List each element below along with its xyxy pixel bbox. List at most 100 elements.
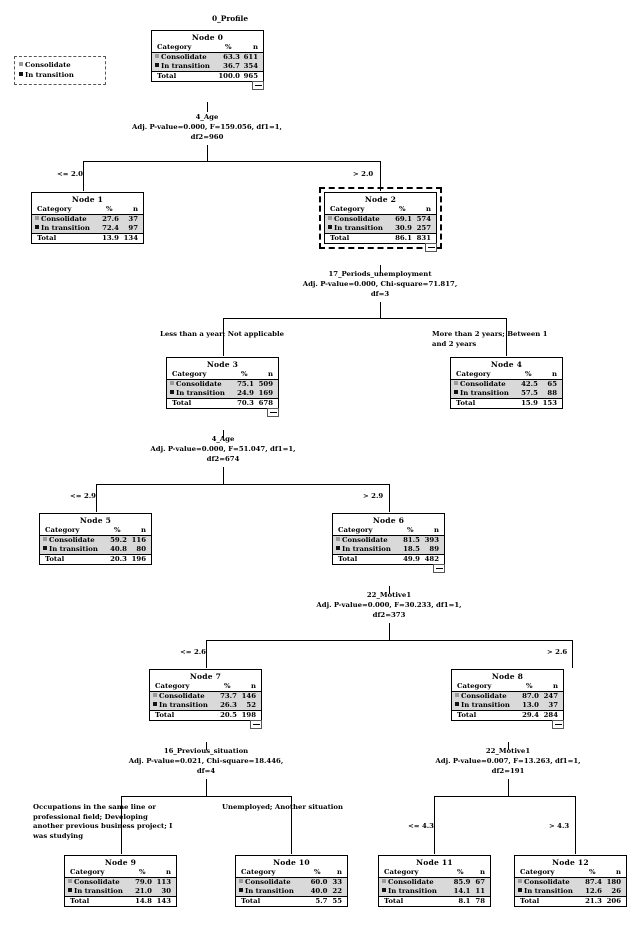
row-n: 574 bbox=[412, 214, 436, 225]
total-label: Total bbox=[325, 233, 392, 244]
table-row-in-transition: In transition 30.9 257 bbox=[325, 224, 436, 235]
column-header-n: n bbox=[240, 43, 263, 54]
total-percent: 29.4 bbox=[518, 710, 540, 721]
tree-node-node-7[interactable]: Node 7 Category % n Consolidate 73.7 146… bbox=[149, 669, 262, 730]
node-stats-table: Category % n Consolidate 79.0 113 In tra… bbox=[65, 868, 176, 907]
minus-collapse-icon[interactable] bbox=[267, 408, 279, 418]
row-label: In transition bbox=[161, 62, 210, 71]
minus-collapse-icon[interactable] bbox=[552, 720, 564, 730]
tree-node-node-1[interactable]: Node 1 Category % n Consolidate 27.6 37 … bbox=[31, 192, 144, 245]
node-stats-table: Category % n Consolidate 27.6 37 In tran… bbox=[32, 205, 143, 244]
node-stats-table: Category % n Consolidate 63.3 611 In tra… bbox=[152, 43, 263, 82]
split-variable: 4_Age bbox=[211, 435, 235, 443]
edge-line bbox=[121, 796, 122, 854]
row-label: Consolidate bbox=[176, 380, 222, 389]
row-label: Consolidate bbox=[342, 536, 388, 545]
tree-node-node-8[interactable]: Node 8 Category % n Consolidate 87.0 247… bbox=[451, 669, 564, 730]
node-stats-table: Category % n Consolidate 60.0 33 In tran… bbox=[236, 868, 347, 907]
row-label: Consolidate bbox=[524, 878, 570, 887]
row-percent: 14.1 bbox=[449, 887, 472, 898]
row-label: In transition bbox=[342, 545, 391, 554]
table-row-in-transition: In transition 13.0 37 bbox=[452, 701, 563, 712]
edge-line bbox=[207, 102, 208, 112]
row-n: 26 bbox=[602, 887, 626, 898]
table-row-in-transition: In transition 12.6 26 bbox=[515, 887, 626, 898]
tree-node-node-11[interactable]: Node 11 Category % n Consolidate 85.9 67… bbox=[378, 855, 491, 908]
split-stats: Adj. P-value=0.000, F=30.233, df1=1, bbox=[316, 601, 462, 609]
tree-node-node-6[interactable]: Node 6 Category % n Consolidate 81.5 393… bbox=[332, 513, 445, 574]
tree-node-node-2[interactable]: Node 2 Category % n Consolidate 69.1 574… bbox=[319, 186, 442, 253]
column-header-percent: % bbox=[391, 205, 413, 216]
column-header-percent: % bbox=[449, 868, 472, 879]
table-header-row: Category % n bbox=[236, 868, 347, 879]
table-header-row: Category % n bbox=[40, 526, 151, 537]
total-label: Total bbox=[40, 554, 107, 565]
row-percent: 63.3 bbox=[215, 52, 241, 63]
column-header-category: Category bbox=[40, 526, 107, 537]
swatch-in-transition-icon bbox=[454, 390, 458, 395]
row-percent: 40.8 bbox=[106, 545, 128, 556]
total-n: 196 bbox=[127, 554, 151, 565]
tree-node-node-3[interactable]: Node 3 Category % n Consolidate 75.1 509… bbox=[166, 357, 279, 418]
tree-node-node-12[interactable]: Node 12 Category % n Consolidate 87.4 18… bbox=[514, 855, 627, 908]
edge-label-split-6-right: > 2.6 bbox=[547, 648, 568, 656]
edge-line bbox=[83, 161, 84, 191]
row-label: In transition bbox=[388, 887, 437, 896]
split-info-split-2: 17_Periods_unemployment Adj. P-value=0.0… bbox=[272, 269, 488, 299]
row-n: 52 bbox=[237, 701, 261, 712]
tree-node-node-0[interactable]: Node 0 Category % n Consolidate 63.3 611… bbox=[151, 30, 264, 91]
node-title: Node 0 bbox=[191, 33, 224, 42]
table-row-in-transition: In transition 72.4 97 bbox=[32, 224, 143, 235]
table-row-consolidate: Consolidate 63.3 611 bbox=[152, 52, 263, 63]
row-n: 80 bbox=[127, 545, 151, 556]
row-percent: 24.9 bbox=[233, 389, 255, 400]
total-percent: 13.9 bbox=[98, 233, 120, 244]
total-percent: 49.9 bbox=[399, 554, 421, 565]
total-label: Total bbox=[515, 896, 582, 907]
total-label: Total bbox=[452, 710, 519, 721]
column-header-n: n bbox=[539, 682, 563, 693]
split-stats: Adj. P-value=0.021, Chi-square=18.446, bbox=[128, 757, 284, 765]
table-row-in-transition: In transition 18.5 89 bbox=[333, 545, 444, 556]
row-n: 67 bbox=[471, 877, 490, 888]
column-header-category: Category bbox=[452, 682, 519, 693]
edge-line bbox=[389, 586, 390, 594]
table-header-row: Category % n bbox=[451, 370, 562, 381]
table-row-consolidate: Consolidate 87.0 247 bbox=[452, 691, 563, 702]
row-n: 33 bbox=[328, 877, 347, 888]
split-info-split-7: 16_Previous_situation Adj. P-value=0.021… bbox=[116, 746, 296, 776]
tree-node-node-5[interactable]: Node 5 Category % n Consolidate 59.2 116… bbox=[39, 513, 152, 566]
edge-line bbox=[121, 796, 291, 797]
row-percent: 73.7 bbox=[216, 691, 238, 702]
minus-collapse-icon[interactable] bbox=[433, 564, 445, 574]
tree-node-node-10[interactable]: Node 10 Category % n Consolidate 60.0 33… bbox=[235, 855, 348, 908]
split-info-split-6: 22_Motive1 Adj. P-value=0.000, F=30.233,… bbox=[299, 590, 479, 620]
edge-line bbox=[223, 318, 224, 356]
edge-line bbox=[96, 484, 97, 512]
swatch-consolidate-icon bbox=[170, 381, 174, 386]
minus-collapse-icon[interactable] bbox=[250, 720, 262, 730]
split-stats-2: df2=191 bbox=[491, 767, 525, 775]
minus-collapse-icon[interactable] bbox=[425, 243, 437, 253]
tree-node-node-4[interactable]: Node 4 Category % n Consolidate 42.5 65 … bbox=[450, 357, 563, 410]
column-header-percent: % bbox=[233, 370, 255, 381]
table-row-in-transition: In transition 24.9 169 bbox=[167, 389, 278, 400]
minus-collapse-icon[interactable] bbox=[252, 81, 264, 91]
tree-node-node-9[interactable]: Node 9 Category % n Consolidate 79.0 113… bbox=[64, 855, 177, 908]
swatch-in-transition-icon bbox=[382, 888, 386, 893]
edge-line bbox=[434, 796, 435, 854]
column-header-percent: % bbox=[518, 682, 540, 693]
edge-line bbox=[96, 484, 389, 485]
total-n: 143 bbox=[152, 896, 176, 907]
column-header-percent: % bbox=[306, 868, 329, 879]
legend-item-label: In transition bbox=[25, 71, 74, 80]
table-row-total: Total 13.9 134 bbox=[32, 233, 143, 244]
table-row-total: Total 49.9 482 bbox=[333, 554, 444, 565]
swatch-in-transition-icon bbox=[43, 546, 47, 551]
node-title: Node 6 bbox=[372, 516, 405, 525]
table-row-consolidate: Consolidate 87.4 180 bbox=[515, 877, 626, 888]
row-label: In transition bbox=[176, 389, 225, 398]
table-row-consolidate: Consolidate 27.6 37 bbox=[32, 214, 143, 225]
column-header-percent: % bbox=[216, 682, 238, 693]
row-n: 247 bbox=[539, 691, 563, 702]
